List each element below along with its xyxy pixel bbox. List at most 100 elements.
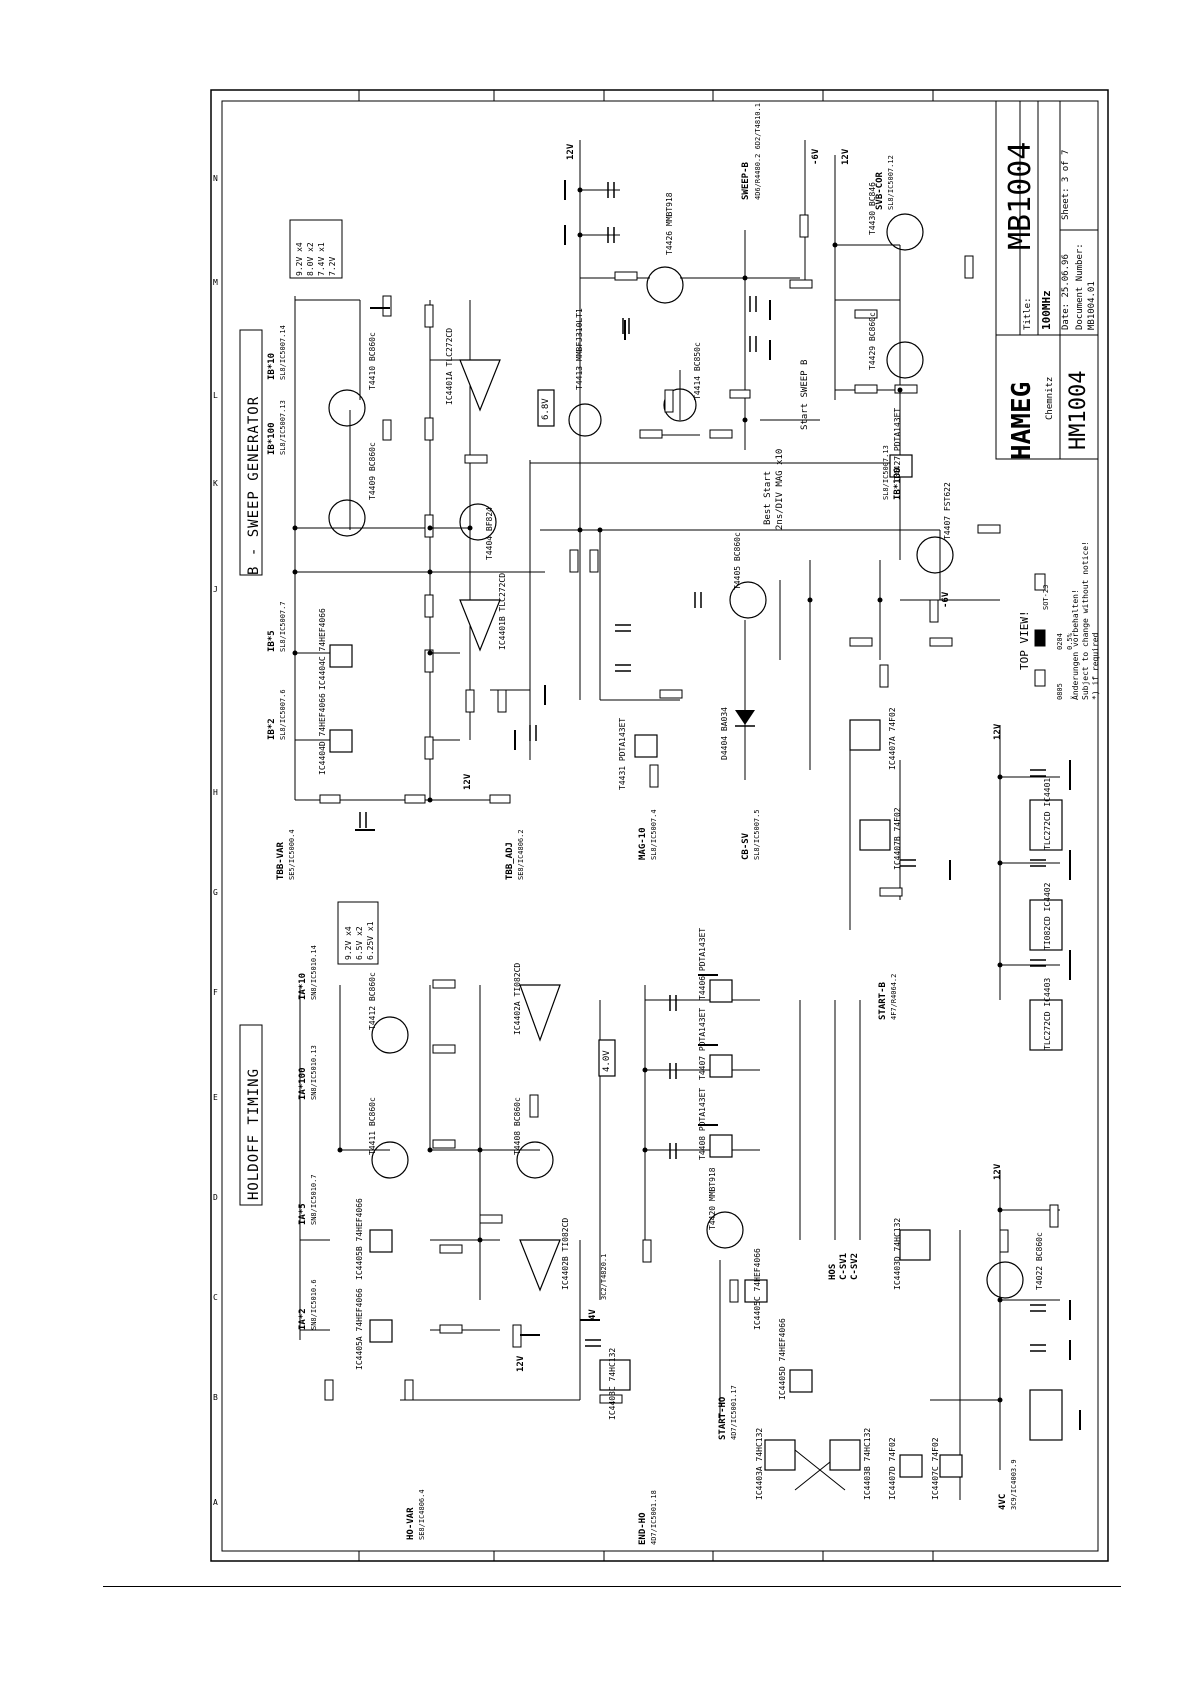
comp-ic4405b: IC4405B 74HEF4066	[355, 1198, 364, 1280]
label-mag10-ref: SL8/IC5007.4	[650, 809, 658, 860]
comp-d4404: D4404 BA034	[720, 707, 729, 760]
label-ia10: IA*10	[298, 973, 308, 1000]
power-ic4403	[1029, 999, 1063, 1051]
transistor-t4412	[371, 1016, 409, 1054]
label-end-ho: END-HO	[638, 1512, 648, 1545]
switch-ic4405d	[789, 1369, 813, 1393]
comp-ic4405c: IC4405C 74HEF4066	[753, 1248, 762, 1330]
doc-number: MB1004.01	[1087, 281, 1097, 330]
city: Chemnitz	[1045, 377, 1055, 420]
transistor-t4429	[886, 341, 924, 379]
box-4v0	[598, 1039, 616, 1077]
resistors	[319, 214, 1059, 1404]
notes-area: TOP VIEW! SOT-23 0805 0204 0.5% Änderung…	[1018, 541, 1100, 700]
label-ia5-ref: SN8/IC5010.7	[310, 1174, 318, 1225]
label-ib10: IB*10	[267, 353, 277, 380]
power-ic4402	[1029, 899, 1063, 951]
label-cb-sv-ref: SL8/IC5007.5	[753, 809, 761, 860]
section-holdoff: HOLDOFF TIMING	[246, 1068, 262, 1200]
junction-dots	[292, 187, 1003, 1403]
transistor-symbols	[328, 213, 1024, 1299]
grid-ticks	[358, 90, 934, 1561]
transistor-t4404	[459, 503, 497, 541]
gate-ic4407a	[849, 719, 881, 751]
vt-a-row: 9.2V x4	[344, 926, 353, 960]
opamp-ic4402a	[519, 984, 561, 1042]
label-ib100: IB*100	[267, 422, 277, 455]
comp-ic4402: TI082CD IC4402	[1043, 882, 1052, 950]
switch-ic4404d	[329, 729, 353, 753]
vt-a-row: 6.5V x2	[355, 926, 364, 960]
label-ib10-ref: SL8/IC5007.14	[279, 325, 287, 380]
gate-ic4403b	[829, 1439, 861, 1471]
comp-t4407: T4407 FST622	[943, 482, 952, 540]
vt-b-row: 8.0V x2	[306, 242, 315, 276]
sheet-number: Sheet: 3 of 7	[1061, 150, 1071, 220]
transistor-t4408	[516, 1141, 554, 1179]
grid-letter: A	[213, 1498, 218, 1507]
label-csv1: C-SV1	[839, 1253, 849, 1280]
label-ia5: IA*5	[298, 1203, 308, 1225]
label-ia100: IA*100	[298, 1067, 308, 1100]
doc-label: Document Number:	[1075, 243, 1085, 330]
transistor-t4409	[328, 499, 366, 537]
grid-letter: L	[213, 391, 218, 400]
pkg-t4407b	[709, 1054, 733, 1078]
label-tbb-adj: TBB_ADJ	[505, 842, 515, 880]
note-0805: 0805	[1056, 683, 1064, 700]
transistor-t4407	[916, 536, 954, 574]
signal-labels: 12V -6V 12V SWEEP-B 4D6/R4480.2 6D2/T481…	[267, 103, 1018, 1545]
label-best-start: Best Start	[763, 471, 773, 525]
comp-ic4405a: IC4405A 74HEF4066	[355, 1288, 364, 1370]
label-ho-var: HO-VAR	[406, 1507, 416, 1540]
label-tbb-adj-ref: SE8/IC4806.2	[517, 829, 525, 880]
label-ib5: IB*5	[267, 630, 277, 652]
page-footer-rule	[103, 1586, 1121, 1587]
comp-ic4405d: IC4405D 74HEF4066	[778, 1318, 787, 1400]
transistor-t4022	[986, 1261, 1024, 1299]
comp-t4412: T4412 BC860c	[368, 972, 377, 1030]
comp-t4414: T4414 BC850c	[693, 342, 702, 400]
comp-t4408b: T4408 PDTA143ET	[698, 1088, 707, 1160]
title-block: HAMEG Chemnitz HM1004 Title: MB1004 100M…	[995, 100, 1099, 460]
voltage-table-b: 9.2V x4 8.0V x2 7.4V x1 7.2V	[289, 219, 343, 279]
label-12v-f: 12V	[993, 1163, 1003, 1180]
label-mag-note: 2ns/DIV MAG x10	[775, 449, 785, 530]
grid-letter: M	[213, 278, 218, 287]
comp-t4413: T4413 MMBFJ310LT1	[575, 308, 584, 390]
grid-letter: H	[213, 788, 218, 797]
note-disclaimer-2: Subject to change without notice!	[1081, 541, 1090, 700]
label-csv2: C-SV2	[850, 1253, 860, 1280]
grid-letters: N M L K J H G F E D C B A	[213, 174, 218, 1507]
comp-ic4401: TLC272CD IC4401	[1043, 778, 1052, 850]
gate-ic4403a	[764, 1439, 796, 1471]
comp-ic4407a: IC4407A 74F02	[888, 707, 897, 770]
vt-b-row: 7.4V x1	[317, 242, 326, 276]
comp-ic4402a: IC4402A TI082CD	[513, 963, 522, 1035]
model-small: HM1004	[1066, 371, 1091, 450]
logic-ic-boxes	[329, 389, 1063, 1478]
comp-t4404: T4404 BF824	[485, 507, 494, 560]
label-hos: HOS	[828, 1264, 838, 1280]
grid-letter: G	[213, 888, 218, 897]
frequency: 100MHz	[1040, 290, 1053, 330]
comp-t4410: T4410 BC860c	[368, 332, 377, 390]
comp-ic4403d: IC4403D 74HC132	[893, 1218, 902, 1290]
label-ia10-ref: SN8/IC5010.14	[310, 945, 318, 1000]
logo: HAMEG	[1007, 382, 1037, 460]
label-cb-sv: CB-SV	[741, 832, 751, 860]
opamp-ic4402b	[519, 1239, 561, 1292]
ground-symbols	[355, 180, 1081, 1430]
comp-t4426: T4426 MMBT918	[665, 192, 674, 255]
transistor-t4426	[646, 266, 684, 304]
outer-frame	[210, 89, 1109, 1562]
label-neg6v-b: -6V	[941, 591, 951, 608]
gate-ic4407b	[859, 819, 891, 851]
inner-frame	[221, 100, 1099, 1552]
gate-ic4407c	[939, 1454, 963, 1478]
label-svb-cor-ref: SL8/IC5007.12	[887, 155, 895, 210]
comp-t4408: T4408 BC860c	[513, 1097, 522, 1155]
label-12v-e: 12V	[993, 723, 1003, 740]
label-end-ho-ref: 4D7/IC5001.18	[650, 1490, 658, 1545]
comp-t4022: T4022 BC860c	[1035, 1232, 1044, 1290]
